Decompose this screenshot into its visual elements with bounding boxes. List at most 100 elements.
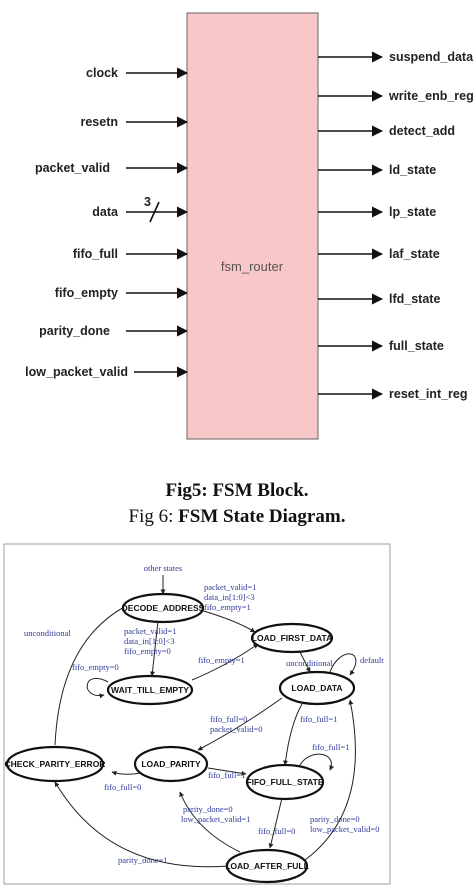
cond-da-lfd-2: data_in[1:0]<3 [204, 592, 255, 602]
state-load-data: LOAD_DATA [278, 670, 356, 706]
state-label: DECODE_ADDRESS [122, 603, 205, 613]
fsm-router-label: fsm_router [221, 259, 284, 274]
diagram-frame [3, 543, 391, 885]
state-label: LOAD_DATA [291, 683, 342, 693]
output-label: suspend_data [389, 50, 474, 64]
input-label: resetn [80, 115, 118, 129]
output-signal-ld-state: ld_state [318, 163, 436, 177]
cond-laf-lp-2: low_packet_valid=1 [181, 814, 250, 824]
cond-laf-cpe: parity_done=1 [118, 855, 168, 865]
transition-ffs-self-loop [299, 753, 335, 771]
input-label: low_packet_valid [25, 365, 128, 379]
output-label: ld_state [389, 163, 436, 177]
transition-ld-to-ffs [283, 703, 303, 766]
cond-laf-ld-2: low_packet_valid=0 [310, 824, 379, 834]
input-signal-clock: clock [86, 66, 189, 80]
state-label: LOAD_PARITY [141, 759, 201, 769]
input-signal-fifo-empty: fifo_empty [55, 286, 189, 300]
output-signal-suspend-data: suspend_data [318, 50, 474, 64]
cond-other-states: other states [144, 563, 182, 573]
transition-lp-to-ffs [207, 767, 247, 776]
cond-da-lfd-3: fifo_empty=1 [204, 602, 251, 612]
input-signal-low-packet-valid: low_packet_valid [25, 365, 189, 379]
output-signal-lp-state: lp_state [318, 205, 436, 219]
state-label: FIFO_FULL_STATE [246, 777, 323, 787]
output-signal-write-enb-reg: write_enb_reg [318, 89, 474, 103]
transition-lfd-to-ld [299, 651, 311, 673]
transitions [54, 575, 357, 868]
fsm-router-block [186, 12, 319, 440]
output-signal-reset-int-reg: reset_int_reg [318, 387, 468, 401]
input-signal-data: data 3 [92, 195, 189, 223]
state-diagram: DECODE_ADDRESS LOAD_FIRST_DATA WAIT_TILL… [3, 543, 391, 885]
cond-ffs-self: fifo_full=1 [312, 742, 349, 752]
transition-lp-to-cpe [111, 770, 141, 776]
input-label: parity_done [39, 324, 110, 338]
output-label: lp_state [389, 205, 436, 219]
cond-lfd-ld: unconditional [286, 658, 333, 668]
transition-decode-to-lfd [199, 609, 256, 633]
output-label: lfd_state [389, 292, 440, 306]
input-signal-resetn: resetn [80, 115, 189, 129]
transition-decode-to-wte [150, 620, 159, 677]
cond-lp-cpe: fifo_full=0 [104, 782, 141, 792]
output-signal-laf-state: laf_state [318, 247, 440, 261]
cond-cpe-da: unconditional [24, 628, 71, 638]
transition-ld-to-lp [197, 697, 283, 751]
state-fifo-full-state: FIFO_FULL_STATE [245, 763, 325, 801]
bus-slash [149, 201, 160, 223]
state-check-parity-error: CHECK_PARITY_ERROR [5, 745, 106, 783]
cond-lp-ffs: fifo_full=1 [208, 770, 245, 780]
transition-ld-self-loop [329, 653, 357, 676]
output-label: full_state [389, 339, 444, 353]
state-label: CHECK_PARITY_ERROR [5, 759, 106, 769]
transition-wte-self-loop [86, 677, 109, 699]
output-signal-detect-add: detect_add [318, 124, 455, 138]
output-label: reset_int_reg [389, 387, 468, 401]
input-signal-fifo-full: fifo_full [73, 247, 189, 261]
fig5-caption: Fig5: FSM Block. [165, 480, 308, 501]
input-label: packet_valid [35, 161, 110, 175]
output-label: write_enb_reg [388, 89, 474, 103]
cond-laf-lp-1: parity_done=0 [183, 804, 233, 814]
cond-ld-lp-2: packet_valid=0 [210, 724, 262, 734]
cond-da-lfd-1: packet_valid=1 [204, 582, 256, 592]
transition-ffs-to-laf [268, 797, 283, 849]
cond-wte-lfd: fifo_empty=1 [198, 655, 245, 665]
cond-da-wte-1: packet_valid=1 [124, 626, 176, 636]
cond-laf-ld-1: parity_done=0 [310, 814, 360, 824]
cond-ld-lp-1: fifo_full=0 [210, 714, 247, 724]
input-label: data [92, 205, 119, 219]
transition-cpe-to-decode [54, 604, 129, 746]
output-signal-full-state: full_state [318, 339, 444, 353]
output-label: laf_state [389, 247, 440, 261]
input-label: clock [86, 66, 118, 80]
state-decode-address: DECODE_ADDRESS [122, 592, 205, 624]
bus-width-label: 3 [144, 195, 151, 209]
cond-da-wte-3: fifo_empty=0 [124, 646, 171, 656]
state-load-parity: LOAD_PARITY [133, 745, 209, 783]
cond-wte-self: fifo_empty=0 [72, 662, 119, 672]
transition-conditions: other states packet_valid=1 data_in[1:0]… [24, 563, 384, 865]
output-label: detect_add [389, 124, 455, 138]
state-wait-till-empty: WAIT_TILL_EMPTY [106, 674, 194, 706]
fsm-block-diagram: fsm_router clock resetn packet_valid dat… [25, 12, 474, 440]
state-load-after-full: LOAD_AFTER_FULL [225, 848, 309, 884]
cond-ld-self: default [360, 655, 384, 665]
state-label: LOAD_FIRST_DATA [252, 633, 332, 643]
fig6-caption: Fig 6: FSM State Diagram. [129, 506, 346, 527]
cond-ffs-laf: fifo_full=0 [258, 826, 295, 836]
output-signal-lfd-state: lfd_state [318, 292, 440, 306]
input-label: fifo_empty [55, 286, 118, 300]
cond-da-wte-2: data_in[1:0]<3 [124, 636, 175, 646]
input-signal-packet-valid: packet_valid [35, 161, 189, 175]
transition-laf-to-lp [179, 791, 241, 853]
input-label: fifo_full [73, 247, 118, 261]
cond-ld-ffs: fifo_full=1 [300, 714, 337, 724]
input-signal-parity-done: parity_done [39, 324, 189, 338]
transition-laf-to-ld [304, 699, 356, 861]
state-load-first-data: LOAD_FIRST_DATA [250, 622, 334, 654]
state-label: WAIT_TILL_EMPTY [111, 685, 189, 695]
state-label: LOAD_AFTER_FULL [225, 861, 309, 871]
